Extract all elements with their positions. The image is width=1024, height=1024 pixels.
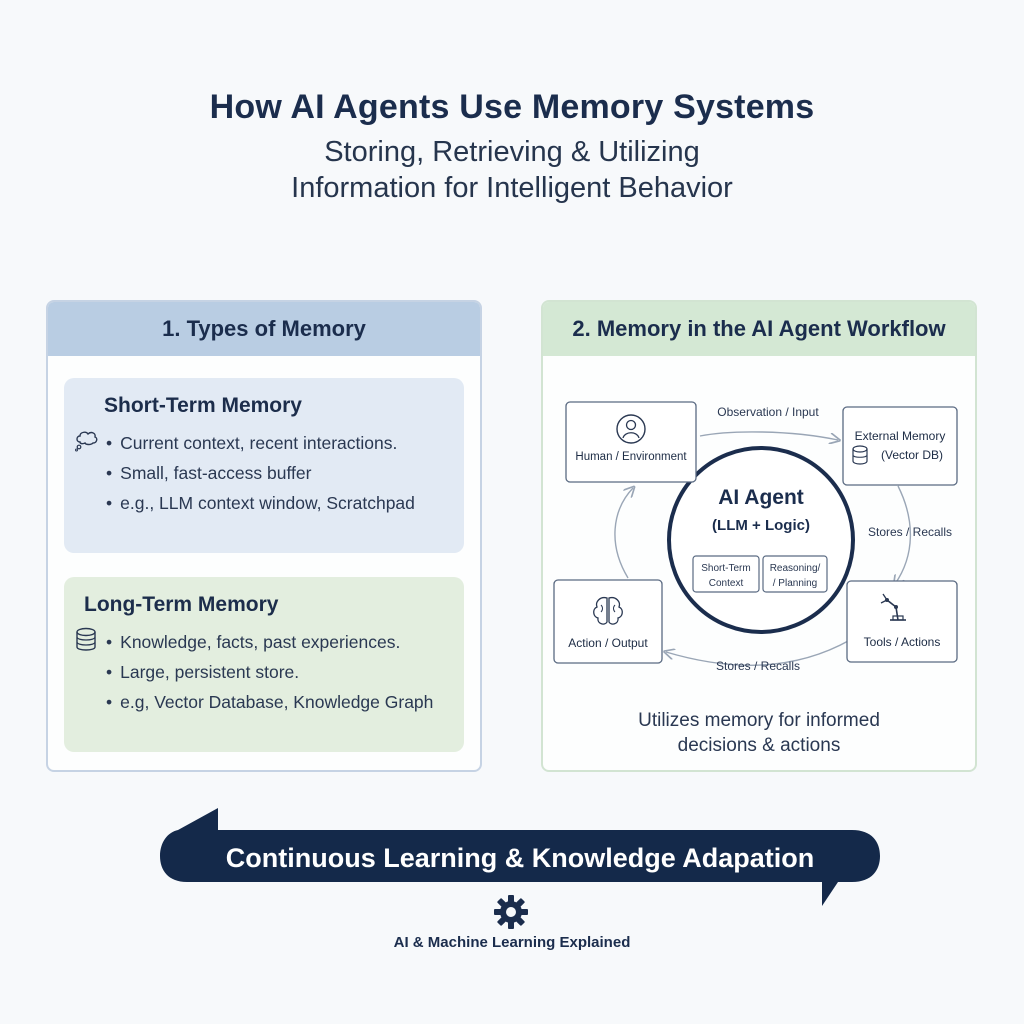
long-term-memory-card: Long-Term Memory Knowledge, facts, past … xyxy=(64,577,464,752)
list-item: Large, persistent store. xyxy=(106,657,433,687)
list-item: Current context, recent interactions. xyxy=(106,428,415,458)
long-term-memory-title: Long-Term Memory xyxy=(84,593,279,616)
workflow-footer-line-2: decisions & actions xyxy=(677,735,841,756)
long-term-memory-list: Knowledge, facts, past experiences. Larg… xyxy=(106,627,433,717)
list-item: e.g, Vector Database, Knowledge Graph xyxy=(106,687,433,717)
short-term-memory-title: Short-Term Memory xyxy=(104,394,302,417)
list-item: Small, fast-access buffer xyxy=(106,458,415,488)
main-subtitle: Storing, Retrieving & Utilizing Informat… xyxy=(291,136,733,204)
credit-label: AI & Machine Learning Explained xyxy=(393,934,631,951)
workflow-footer: Utilizes memory for informed decisions &… xyxy=(541,708,977,758)
list-item: Knowledge, facts, past experiences. xyxy=(106,627,433,657)
agent-workflow-heading: 2. Memory in the AI Agent Workflow xyxy=(543,302,975,356)
list-item: e.g., LLM context window, Scratchpad xyxy=(106,488,415,518)
types-of-memory-panel: 1. Types of Memory Short-Term Memory Cur… xyxy=(46,300,482,772)
short-term-memory-list: Current context, recent interactions. Sm… xyxy=(106,428,415,518)
database-icon xyxy=(76,627,96,651)
types-of-memory-heading: 1. Types of Memory xyxy=(48,302,480,356)
workflow-footer-line-1: Utilizes memory for informed xyxy=(638,710,880,731)
gear-icon xyxy=(494,895,528,929)
main-title: How AI Agents Use Memory Systems xyxy=(209,88,815,126)
agent-workflow-panel: 2. Memory in the AI Agent Workflow xyxy=(541,300,977,772)
short-term-memory-card: Short-Term Memory Current context, recen… xyxy=(64,378,464,553)
learning-banner-label: Continuous Learning & Knowledge Adapatio… xyxy=(225,843,815,873)
thought-bubble-icon xyxy=(75,431,98,452)
